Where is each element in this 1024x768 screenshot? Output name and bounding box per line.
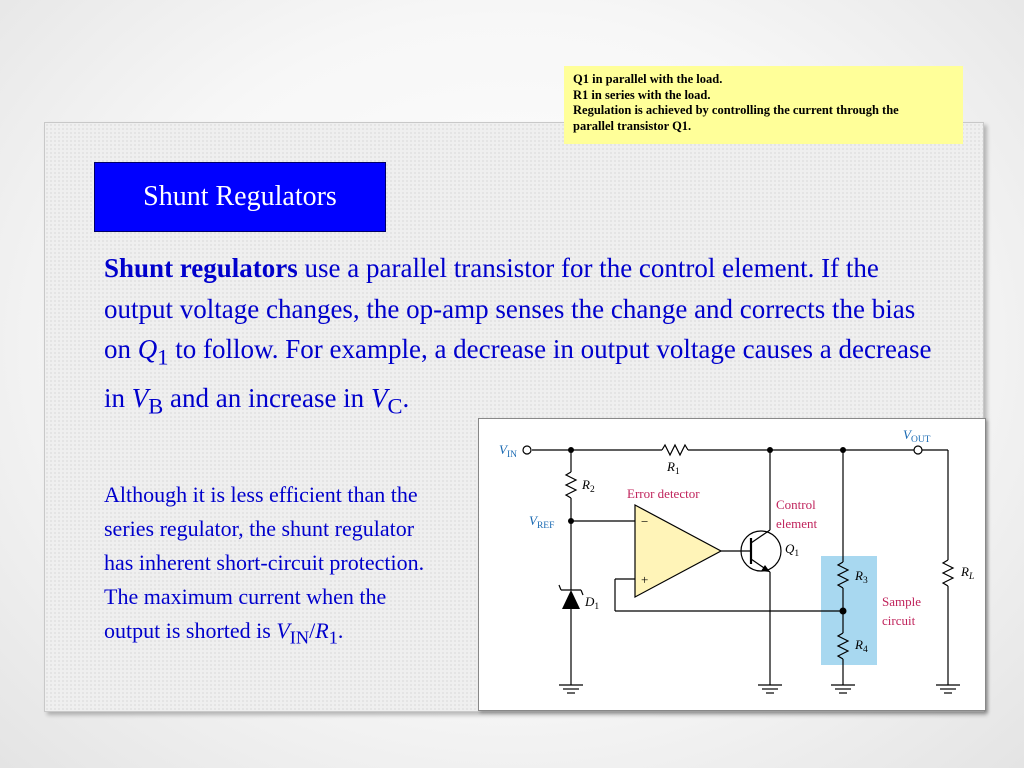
r4-label: R4	[854, 637, 868, 655]
vin-label: VIN	[499, 442, 517, 460]
resistor-r3	[836, 561, 850, 589]
r3-label: R3	[854, 568, 868, 586]
resistor-r1	[661, 443, 689, 457]
note-line: R1 in series with the load.	[573, 87, 711, 102]
resistor-r4	[836, 632, 850, 660]
ground-symbol	[758, 684, 782, 694]
resistor-r2	[564, 471, 578, 499]
control-element-label: element	[776, 516, 818, 531]
note-line: Q1 in parallel with the load.	[573, 72, 723, 86]
control-element-label: Control	[776, 497, 816, 512]
speaker-note: Q1 in parallel with the load. R1 in seri…	[564, 66, 963, 144]
ground-symbol	[936, 684, 960, 694]
inverting-input-sign: −	[641, 514, 648, 529]
op-amp	[634, 503, 723, 599]
vout-label: VOUT	[903, 427, 931, 445]
noninverting-input-sign: +	[641, 572, 648, 587]
rl-label: RL	[960, 564, 974, 582]
error-detector-label: Error detector	[627, 486, 700, 501]
slide-title: Shunt Regulators	[94, 162, 386, 232]
sample-circuit-label: Sample	[882, 594, 921, 609]
q1-label: Q1	[785, 541, 799, 559]
vref-label: VREF	[529, 513, 554, 531]
term-shunt-regulators: Shunt regulators	[104, 253, 298, 283]
note-line: parallel transistor Q1.	[573, 118, 692, 133]
main-paragraph: Shunt regulators use a parallel transist…	[104, 253, 932, 419]
d1-label: D1	[584, 594, 599, 612]
circuit-svg: VIN VOUT VREF R1 R2 R3 R4 RL D1 Q1 Error…	[499, 427, 974, 694]
ground-symbol	[559, 684, 583, 694]
circuit-diagram: VIN VOUT VREF R1 R2 R3 R4 RL D1 Q1 Error…	[478, 418, 986, 711]
resistor-rl	[941, 559, 955, 587]
note-line: Regulation is achieved by controlling th…	[573, 103, 899, 117]
r2-label: R2	[581, 477, 595, 495]
side-paragraph: Although it is less efficient than the s…	[104, 482, 425, 648]
ground-symbol	[831, 684, 855, 694]
r1-label: R1	[666, 459, 680, 477]
sample-circuit-label: circuit	[882, 613, 916, 628]
zener-diode-d1	[562, 590, 580, 609]
